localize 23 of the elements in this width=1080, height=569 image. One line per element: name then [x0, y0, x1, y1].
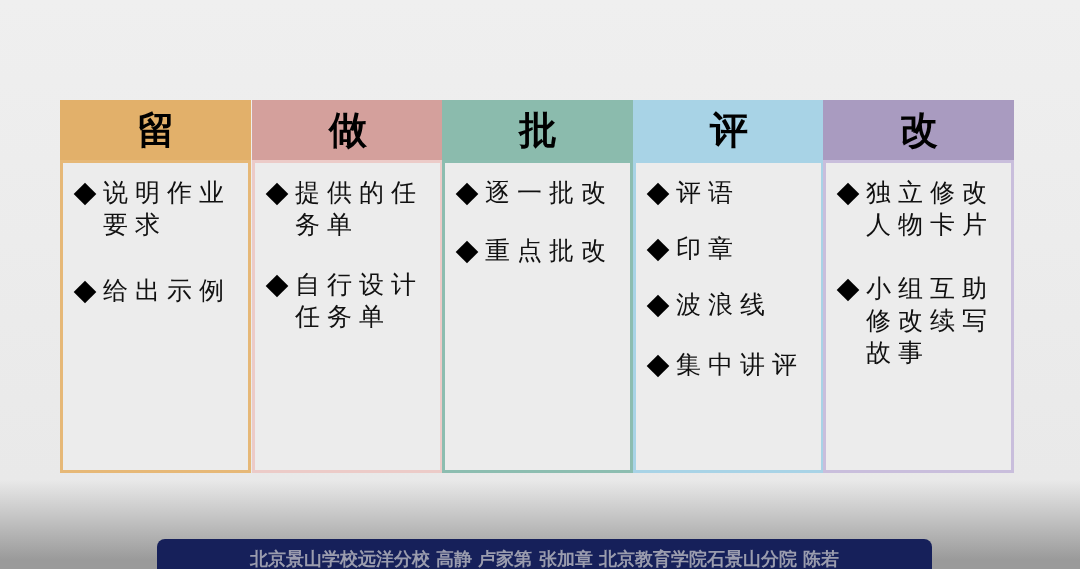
list-item: 自行设计任务单 — [295, 269, 424, 333]
list-item: 给出示例 — [103, 275, 232, 307]
list-item: 小组互助修改续写故事 — [866, 273, 995, 369]
column-panel — [823, 160, 1014, 473]
column-header: 批 — [442, 100, 633, 160]
list-item: 提供的任务单 — [295, 177, 424, 241]
column-header: 改 — [823, 100, 1014, 160]
list-item: 集中讲评 — [676, 349, 805, 381]
caption-text: 北京景山学校远洋分校 高静 卢家第 张加章 北京教育学院石景山分院 陈若 — [248, 547, 841, 569]
list-item: 说明作业要求 — [103, 177, 232, 241]
column-header: 留 — [60, 100, 251, 160]
column-panel — [60, 160, 251, 473]
column-panel — [252, 160, 443, 473]
list-item: 独立修改人物卡片 — [866, 177, 995, 241]
list-item: 逐一批改 — [485, 177, 614, 209]
list-item: 重点批改 — [485, 235, 614, 267]
list-item: 评语 — [676, 177, 741, 209]
column-header: 评 — [633, 100, 824, 160]
column-panel — [633, 160, 824, 473]
column-header: 做 — [252, 100, 443, 160]
column-panel — [442, 160, 633, 473]
list-item: 印章 — [676, 233, 741, 265]
list-item: 波浪线 — [676, 289, 773, 321]
